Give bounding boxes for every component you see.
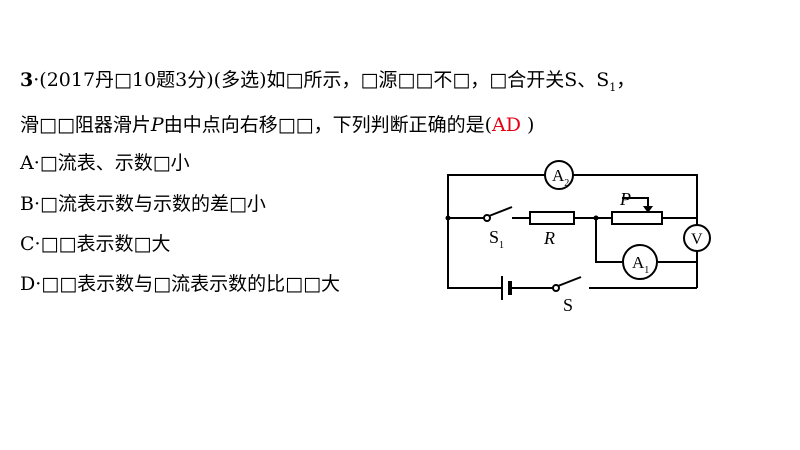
- option-letter: C: [20, 233, 35, 255]
- slider-label: P: [619, 189, 631, 209]
- option-text: □流表、示数□小: [39, 152, 190, 174]
- voltmeter-label: V: [691, 231, 703, 248]
- voltmeter-v: [683, 224, 711, 252]
- option-text: □流表示数与示数的差□小: [40, 193, 266, 215]
- ammeter-a2: [544, 160, 574, 190]
- wire-outer-left: [447, 174, 545, 289]
- switch-s-label: S: [563, 295, 573, 315]
- option-letter: B: [20, 193, 34, 215]
- circuit-diagram: A2 A1 V P R S1 S: [445, 160, 711, 315]
- question-stem-text-2a: 滑□□阻器滑片: [20, 114, 151, 136]
- ammeter-a1: [622, 244, 658, 280]
- question-source: (2017丹□10题3分)(多选): [39, 69, 267, 91]
- resistor-label: R: [543, 228, 555, 248]
- switch-s-contact: [552, 284, 560, 292]
- option-letter: D: [20, 273, 36, 295]
- ammeter-a2-label: A2: [552, 166, 569, 189]
- question-stem-text-2b: 由中点向右移□□，下列判断正确的是(: [163, 114, 493, 136]
- ammeter-a1-label: A1: [632, 253, 649, 276]
- switch-s1-contact: [483, 214, 491, 222]
- option-text: □□表示数与□流表示数的比□□大: [41, 273, 341, 295]
- option-text: □□表示数□大: [40, 233, 171, 255]
- junction-dot: [445, 215, 451, 221]
- slider-arrow-icon: [643, 206, 653, 213]
- option-separator: ·: [33, 193, 41, 215]
- option-separator: ·: [34, 233, 41, 255]
- switch-subscript: 1: [609, 81, 617, 94]
- question-stem-line-2: 滑□□阻器滑片P由中点向右移□□，下列判断正确的是(AD ): [20, 113, 534, 137]
- switch-s-blade: [557, 276, 582, 287]
- question-stem-text-1: 如□所示，□源□□不□，□合开关S、S: [266, 69, 610, 91]
- question-number: 3: [20, 69, 34, 91]
- option-letter: A: [20, 152, 34, 174]
- question-stem-end-1: ，: [616, 69, 636, 91]
- question-separator: ·: [33, 69, 40, 91]
- wire-a1-left: [595, 218, 622, 263]
- answer-text: AD: [492, 114, 521, 136]
- resistor-r: [529, 211, 575, 225]
- option-separator: ·: [35, 273, 42, 295]
- question-stem-close: ): [521, 114, 535, 136]
- option-c: C·□□表示数□大: [20, 232, 170, 256]
- option-d: D·□□表示数与□流表示数的比□□大: [20, 272, 340, 296]
- junction-dot: [593, 215, 599, 221]
- slider-symbol: P: [150, 114, 164, 136]
- option-b: B·□流表示数与示数的差□小: [20, 192, 266, 216]
- option-separator: ·: [33, 152, 40, 174]
- question-stem-line-1: 3·(2017丹□10题3分)(多选)如□所示，□源□□不□，□合开关S、S1，: [20, 68, 635, 100]
- option-a: A·□流表、示数□小: [20, 151, 190, 175]
- rheostat: [611, 211, 663, 225]
- wire-top-right: [573, 174, 698, 225]
- switch-s1-label: S1: [489, 227, 504, 251]
- switch-s1-blade: [488, 206, 513, 217]
